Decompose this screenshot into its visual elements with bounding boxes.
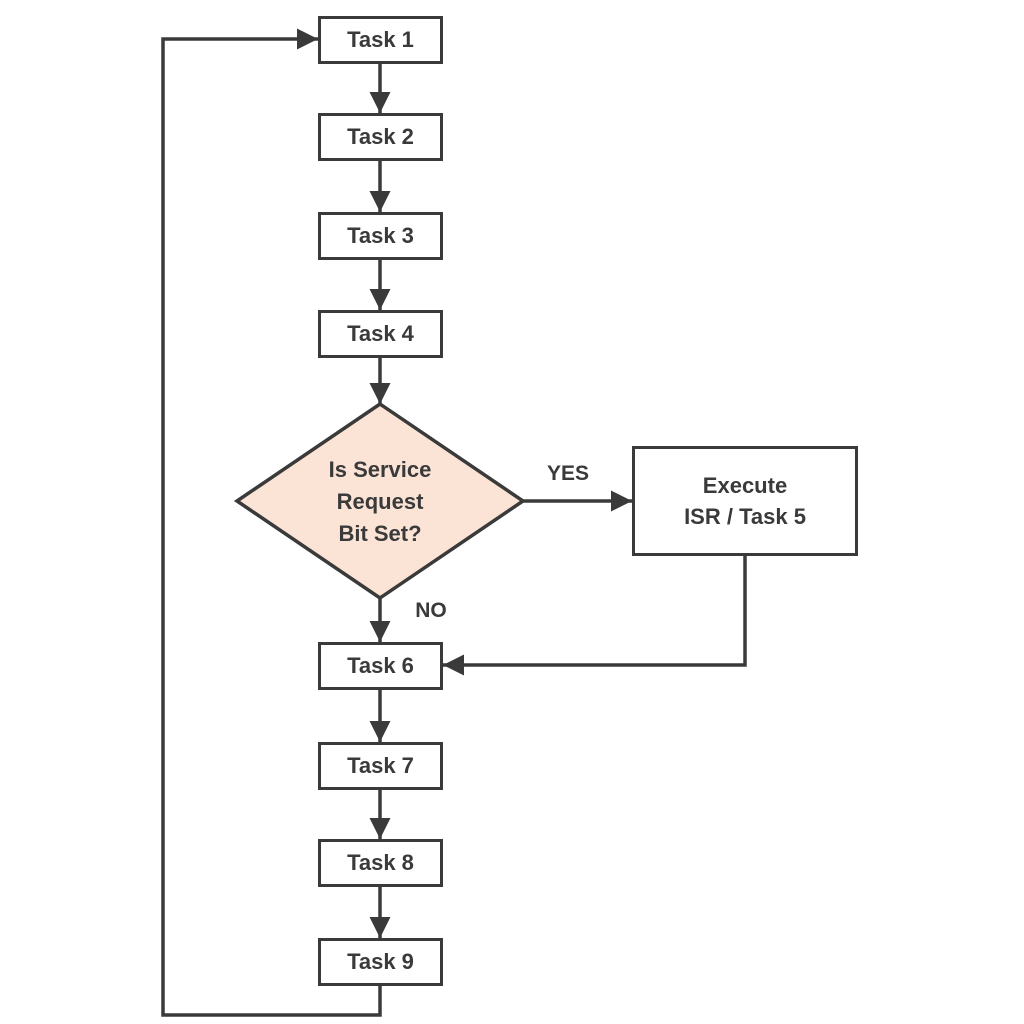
task-6-node: Task 6 (318, 642, 443, 690)
no-branch-label: NO (415, 599, 447, 622)
task-4-label: Task 4 (347, 321, 414, 346)
yes-branch-label: YES (546, 462, 590, 485)
task-8-label: Task 8 (347, 850, 414, 875)
decision-label-line-3: Bit Set? (338, 521, 422, 546)
task-8-node: Task 8 (318, 839, 443, 887)
task-9-node: Task 9 (318, 938, 443, 986)
isr-label-line-2: ISR / Task 5 (684, 504, 806, 529)
task-2-label: Task 2 (347, 124, 414, 149)
isr-label-line-1: Execute (702, 473, 788, 498)
task-4-node: Task 4 (318, 310, 443, 358)
edge-task9-loop-task1 (161, 28, 382, 1017)
execute-isr-task-5-node: Execute ISR / Task 5 (632, 446, 858, 556)
task-3-label: Task 3 (347, 223, 414, 248)
task-1-node: Task 1 (318, 16, 443, 64)
decision-label-line-2: Request (336, 489, 424, 514)
task-3-node: Task 3 (318, 212, 443, 260)
task-6-label: Task 6 (347, 653, 414, 678)
task-1-label: Task 1 (347, 27, 414, 52)
task-7-node: Task 7 (318, 742, 443, 790)
decision-label: Is Service Request Bit Set? (280, 454, 480, 550)
task-7-label: Task 7 (347, 753, 414, 778)
edge-isr-task6 (443, 556, 747, 676)
decision-label-line-1: Is Service (328, 457, 432, 482)
task-2-node: Task 2 (318, 113, 443, 161)
task-9-label: Task 9 (347, 949, 414, 974)
